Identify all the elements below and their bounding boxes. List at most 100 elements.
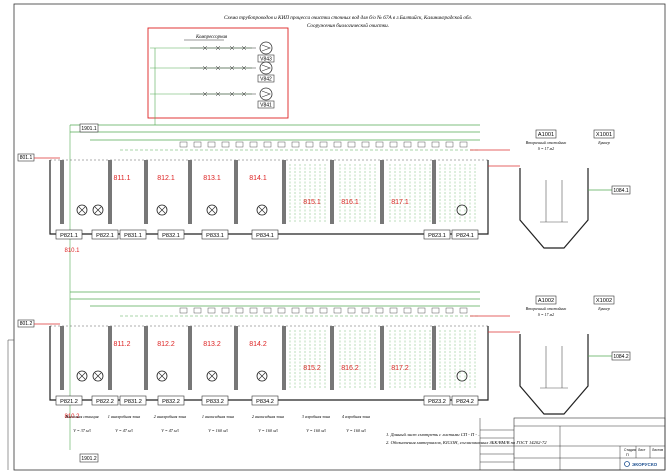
zone-caption-title: 2 аноксидная зона: [252, 414, 284, 419]
zone-label: 813.1: [203, 175, 221, 182]
valve-icon: [202, 91, 208, 97]
zone-label: 815.1: [303, 199, 321, 206]
valve-icon: [241, 65, 247, 71]
valve-icon: [417, 141, 426, 148]
equipment-label: P832.2: [162, 399, 180, 405]
partition-wall: [144, 160, 148, 224]
hopper-tag: [593, 295, 615, 305]
zone-label: 812.2: [157, 341, 175, 348]
valve-icon: [459, 307, 468, 314]
inlet-tag: [17, 319, 35, 328]
clarifier-tag: [535, 129, 557, 139]
equipment-tag: [201, 395, 229, 406]
equipment-tag: [157, 229, 185, 240]
outlet-label: 1084.1: [613, 188, 629, 194]
partition-wall: [108, 160, 112, 224]
valve-icon: [305, 141, 314, 148]
zone-label: 813.2: [203, 341, 221, 348]
compressor-room-label: Компрессорная: [195, 35, 228, 40]
partition-wall: [330, 160, 334, 224]
valve-icon: [179, 307, 188, 314]
valve-icon: [445, 307, 454, 314]
zone-caption-volume: V = 37 м3: [73, 428, 90, 433]
zone-caption-title: Насосная станция: [64, 414, 98, 419]
basin-outline: [49, 326, 489, 401]
partition-wall: [282, 326, 286, 390]
blower-label: V843: [260, 57, 272, 63]
zone-caption-title: 1 аноксидная зона: [202, 414, 234, 419]
valve-icon: [277, 307, 286, 314]
valve-icon: [249, 307, 258, 314]
zone-caption-title: 1 анаэробная зона: [108, 414, 141, 419]
equipment-tag: [55, 229, 83, 240]
zone-label: 811.1: [114, 175, 131, 182]
equipment-label: P832.1: [162, 233, 180, 239]
partition-wall: [188, 326, 192, 390]
valve-icon: [229, 65, 235, 71]
valve-icon: [445, 141, 454, 148]
clarifier-label: A1002: [538, 298, 554, 304]
basin-outline: [49, 160, 489, 235]
equipment-label: P834.2: [256, 399, 274, 405]
valve-icon: [375, 307, 384, 314]
hopper-label: X1002: [596, 298, 612, 304]
valve-icon: [459, 141, 468, 148]
equipment-tag: [423, 229, 451, 240]
zone-label: 812.1: [157, 175, 175, 182]
drain-label: 810.1: [64, 248, 80, 254]
drain-label: 810.2: [64, 414, 80, 420]
partition-wall: [60, 160, 64, 224]
partition-wall: [432, 160, 436, 224]
valve-icon: [389, 307, 398, 314]
equipment-label: P833.1: [206, 233, 224, 239]
valve-icon: [389, 141, 398, 148]
equipment-tag: [55, 395, 83, 406]
valve-icon: [333, 307, 342, 314]
zone-caption-volume: V = 47 м3: [115, 428, 132, 433]
valve-icon: [375, 141, 384, 148]
sludge-pump-label: 1901.1: [81, 126, 97, 132]
blower-icon: [259, 87, 273, 101]
valve-icon: [403, 307, 412, 314]
zone-label: 814.2: [249, 341, 267, 348]
valve-icon: [417, 307, 426, 314]
equipment-tag: [201, 229, 229, 240]
valve-icon: [229, 45, 235, 51]
valve-icon: [235, 307, 244, 314]
blower-icon: [259, 41, 273, 55]
valve-icon: [291, 307, 300, 314]
zone-caption-title: 4 аэробная зона: [342, 414, 370, 419]
partition-wall: [108, 326, 112, 390]
valve-icon: [229, 91, 235, 97]
clarifier-tag: [535, 295, 557, 305]
partition-wall: [380, 326, 384, 390]
clarifier-outline: [519, 334, 589, 415]
valve-icon: [179, 141, 188, 148]
equipment-tag: [251, 229, 279, 240]
outlet-tag: [611, 185, 631, 195]
valve-icon: [431, 307, 440, 314]
hopper-note: Бункер: [597, 140, 610, 145]
valve-icon: [215, 45, 221, 51]
equipment-label: P821.2: [60, 399, 78, 405]
sludge-pump-label: 1901.2: [81, 456, 97, 462]
company-logo: ЭКОРУСКО: [632, 462, 658, 467]
equipment-label: P831.1: [124, 233, 142, 239]
clarifier-note: Вторичный отстойник: [526, 306, 567, 311]
equipment-tag: [423, 395, 451, 406]
partition-wall: [380, 160, 384, 224]
drawing-frame: [13, 3, 666, 471]
zone-caption-title: 3 аэробная зона: [302, 414, 330, 419]
hopper-tag: [593, 129, 615, 139]
sludge-pump-tag: [79, 453, 99, 463]
valve-icon: [202, 65, 208, 71]
equipment-tag: [91, 395, 119, 406]
valve-icon: [263, 307, 272, 314]
blower-tag: [257, 100, 275, 109]
zone-caption-volume: V = 160 м3: [208, 428, 228, 433]
valve-icon: [403, 141, 412, 148]
valve-icon: [347, 307, 356, 314]
zone-caption-title: 2 анаэробная зона: [154, 414, 187, 419]
zone-captions: Насосная станция V = 37 м3 1 анаэробная зо…: [64, 414, 370, 433]
inlet-tag: [17, 153, 35, 162]
